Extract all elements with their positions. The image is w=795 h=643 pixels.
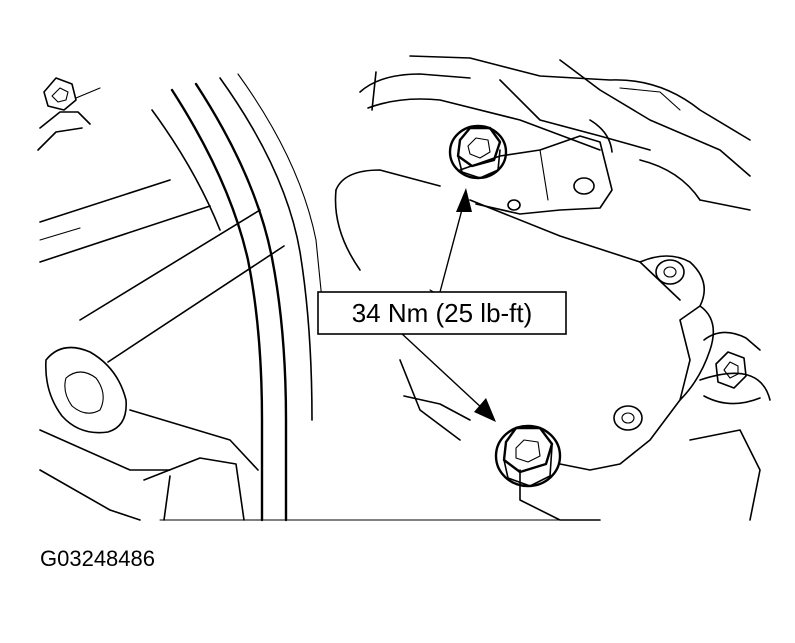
upper-right-casting	[359, 55, 751, 211]
upper-arrowhead	[456, 188, 472, 212]
front-cover	[334, 169, 771, 521]
top-left-bolt	[37, 77, 101, 151]
figure-id: G03248486	[40, 546, 155, 571]
lower-leader-line	[399, 331, 485, 411]
torque-callout: 34 Nm (25 lb-ft)	[317, 291, 567, 335]
upper-bolt-icon	[448, 124, 508, 180]
center-tubes	[151, 73, 323, 522]
engine-linework	[37, 55, 771, 522]
lower-arrowhead	[474, 398, 496, 422]
torque-label: 34 Nm (25 lb-ft)	[352, 298, 533, 328]
lower-left-housing	[39, 409, 259, 521]
left-tube	[39, 179, 285, 434]
torque-callout-box	[317, 291, 567, 335]
right-side-bolt	[703, 331, 761, 405]
lower-bolt-icon	[494, 424, 562, 488]
upper-leader-line	[439, 201, 465, 293]
callout-leaders	[399, 188, 496, 422]
